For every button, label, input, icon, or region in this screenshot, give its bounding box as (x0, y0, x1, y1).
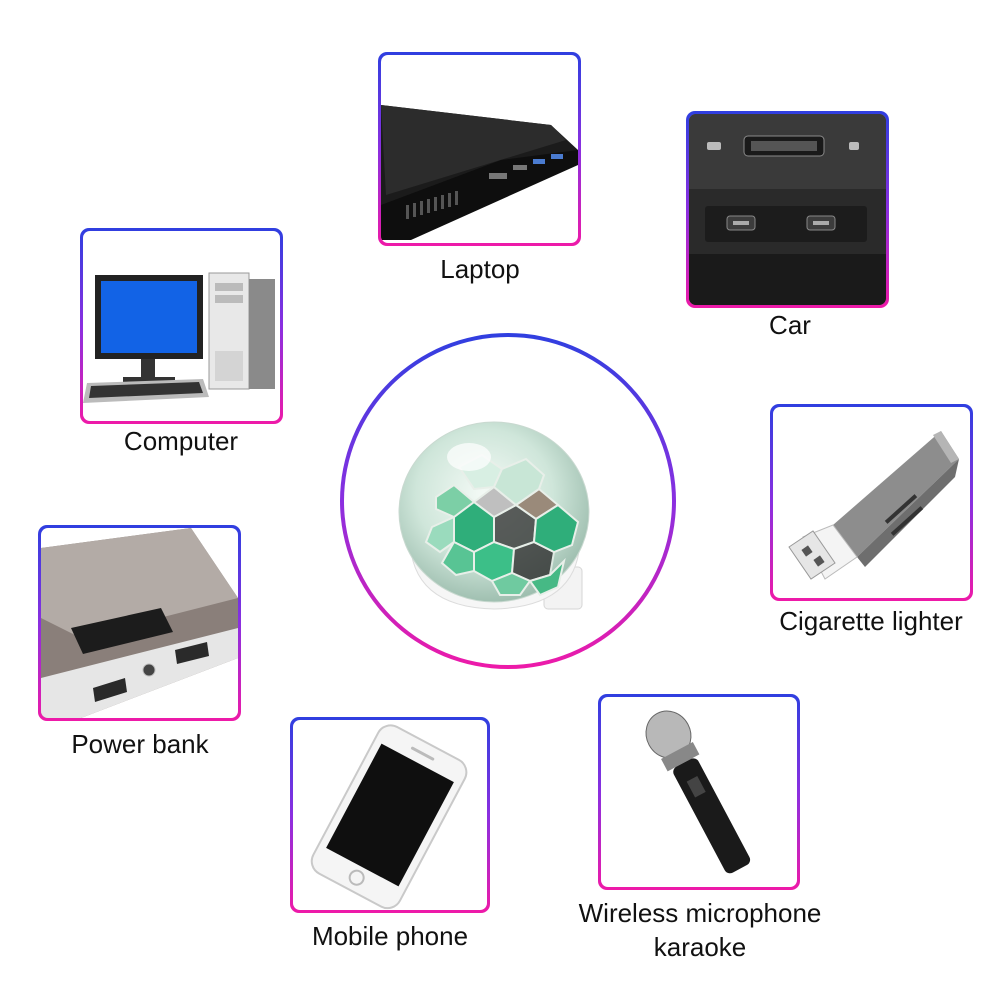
product-image (344, 337, 672, 665)
cigarette-card (770, 404, 973, 601)
car-usb-icon (689, 114, 886, 305)
computer-icon (83, 272, 275, 403)
laptop-label: Laptop (440, 254, 520, 284)
cigarette-label: Cigarette lighter (779, 606, 963, 636)
computer-label: Computer (123, 426, 239, 456)
product-ring (340, 333, 676, 669)
power-bank-icon (41, 528, 238, 718)
microphone-card (598, 694, 800, 890)
usb-card-reader-icon (788, 431, 959, 580)
phone-card (290, 717, 490, 913)
disco-ball-light-icon (398, 421, 590, 610)
car-card (686, 111, 889, 308)
car-label: Car (769, 310, 811, 340)
phone-label: Mobile phone (311, 921, 469, 951)
powerbank-card (38, 525, 241, 721)
laptop-card (378, 52, 581, 246)
computer-card (80, 228, 283, 424)
mobile-phone-icon (310, 724, 468, 910)
microphone-label-line1: Wireless microphone (578, 898, 822, 928)
laptop-icon (381, 105, 578, 240)
powerbank-label: Power bank (71, 729, 209, 759)
microphone-icon (645, 710, 751, 874)
microphone-label-line2: karaoke (653, 932, 747, 962)
